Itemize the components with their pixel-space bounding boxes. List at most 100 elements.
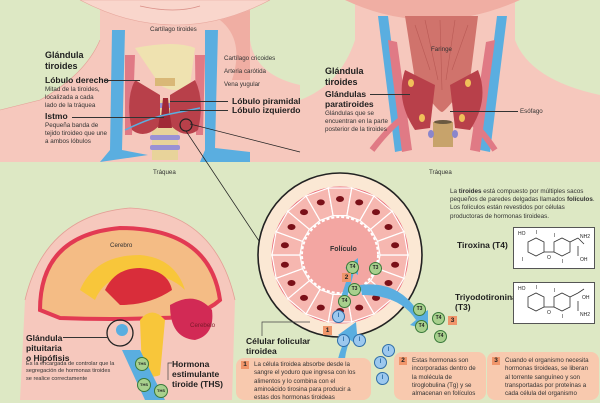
step-2-number: 2	[399, 357, 407, 365]
t3-ho: HO	[518, 286, 526, 292]
label-cerebrum: Cerebro	[110, 242, 133, 249]
t4-badge: T4	[415, 320, 428, 333]
iodide-badge: I	[332, 310, 345, 323]
step-1-text: La célula tiroidea absorbe desde la sang…	[254, 361, 356, 402]
follicle-illustration	[257, 172, 423, 338]
front-title: Glándula tiroides	[45, 50, 84, 72]
cell-nucleus	[372, 209, 380, 216]
pituitary-leader	[63, 337, 107, 338]
label-esophagus: Esófago	[520, 108, 543, 115]
tsh-title: Hormona estimulante tiroide (THS)	[172, 359, 223, 390]
back-title-line2: tiroides	[325, 76, 358, 87]
t4-badge: T4	[346, 261, 359, 274]
back-title-line1: Glándula	[325, 66, 364, 76]
pituitary-desc-line1: Es la encargada de controlar que la	[26, 361, 115, 367]
front-title-line1: Glándula	[45, 50, 84, 60]
step-1-number: 1	[241, 361, 249, 369]
pyramidal-lobe-title: Lóbulo piramidal	[232, 96, 301, 106]
iodide-badge: I	[337, 334, 350, 347]
t4-i1: I	[536, 230, 538, 236]
tsh-title-line3: tiroide (THS)	[172, 379, 223, 390]
cell-nucleus	[391, 242, 400, 249]
isthmus-desc-line1: Pequeña banda de	[45, 122, 99, 129]
t3-i3: I	[562, 314, 564, 320]
intro-text-3: . Los folículos están revestidos por cél…	[450, 196, 595, 220]
esophagus-leader	[450, 111, 518, 112]
pituitary-title-line1: Glándula	[26, 333, 63, 343]
t3-badge: T3	[369, 262, 382, 275]
step-1-box: 1 La célula tiroidea absorbe desde la sa…	[236, 358, 371, 402]
isthmus-desc-line3: a ambos lóbulos	[45, 138, 91, 146]
t3-name: Triyodotironina (T3)	[455, 292, 517, 312]
front-neck-illustration	[0, 0, 300, 162]
parathyroid-leader	[370, 94, 410, 95]
cell-nucleus	[316, 304, 325, 311]
parathyroid-title-line1: Glándulas	[325, 89, 367, 99]
brain-illustration	[20, 207, 236, 400]
cell-nucleus	[280, 242, 289, 249]
parathyroid-desc: Glándulas que se encuentran en la parte …	[325, 110, 388, 135]
t4-nh2: NH2	[580, 234, 591, 240]
label-cerebellum: Cerebelo	[190, 322, 216, 329]
step-2-marker: 2	[342, 273, 351, 282]
t3-structure-icon	[527, 288, 585, 312]
step-3-box: 3 Cuando el organismo necesita hormonas …	[487, 352, 599, 400]
t4-ho: HO	[518, 231, 526, 237]
intro-paragraph: La tiroides está compuesto por múltiples…	[450, 188, 595, 221]
label-carotid-artery: Arteria carótida	[224, 68, 266, 75]
t4-i4: I	[562, 259, 564, 265]
intro-text-1: La	[450, 188, 459, 195]
cell-nucleus	[287, 224, 296, 230]
front-title-line2: tiroides	[45, 60, 78, 71]
ths-badge: THS	[135, 357, 149, 371]
pituitary-title: Glándula pituitaria o Hipófisis	[26, 333, 69, 364]
t4-o: O	[547, 255, 551, 261]
t3-badge: T3	[413, 303, 426, 316]
cell-nucleus	[300, 294, 308, 301]
isthmus-desc: Pequeña banda de tejido tiroideo que une…	[45, 122, 107, 147]
label-trachea-front: Tráquea	[153, 169, 176, 176]
cell-nucleus	[336, 196, 344, 202]
parathyroid-desc-line3: posterior de la tiroides	[325, 126, 387, 134]
step-3-marker: 3	[448, 316, 457, 325]
follicular-cell-line2: tiroidea	[246, 346, 277, 357]
pituitary-desc-line3: se realice correctamente	[26, 375, 88, 382]
isthmus-title: Istmo	[45, 111, 68, 121]
cell-nucleus	[384, 224, 393, 230]
back-title: Glándula tiroides	[325, 66, 364, 88]
ths-badge: THS	[154, 384, 168, 398]
iodide-badge: I	[382, 344, 395, 357]
right-lobe-title: Lóbulo derecho	[45, 75, 109, 85]
label-thyroid-cartilage: Cartílago tiroides	[150, 26, 197, 33]
step-2-box: 2 Estas hormonas son incorporadas dentro…	[394, 352, 486, 400]
step-2-text: Estas hormonas son incorporadas dentro d…	[412, 357, 476, 398]
step-3-number: 3	[492, 357, 500, 365]
right-lobe-desc-line2: localizada a cada	[45, 94, 94, 102]
t4-badge: T4	[434, 330, 447, 343]
pituitary-desc: Es la encargada de controlar que la segr…	[26, 361, 114, 383]
right-lobe-leader	[104, 80, 140, 81]
follicular-cell-line1: Célular folicular	[246, 336, 311, 346]
iodide-badge: I	[374, 356, 387, 369]
isthmus-desc-line2: tejido tiroideo que une	[45, 130, 107, 138]
cell-nucleus	[372, 294, 380, 301]
left-lobe-title: Lóbulo izquierdo	[232, 105, 301, 115]
iodide-badge: I	[376, 372, 389, 385]
label-trachea-back: Tráquea	[429, 169, 452, 176]
cell-nucleus	[355, 304, 364, 311]
t3-i2: I	[554, 288, 556, 294]
follicular-cell-title: Célular folicular tiroidea	[246, 336, 310, 356]
cell-nucleus	[355, 199, 364, 206]
label-jugular-vein: Vena yugular	[224, 81, 261, 88]
pituitary-title-line2: pituitaria	[26, 343, 62, 354]
parathyroid-title: Glándulas paratiroides	[325, 89, 374, 109]
tsh-title-line1: Hormona	[172, 359, 210, 369]
cell-nucleus	[391, 261, 400, 268]
t4-oh: OH	[580, 257, 588, 263]
intro-bold-foliculos: folículos	[566, 196, 593, 204]
cell-nucleus	[300, 209, 308, 216]
ths-badge: THS	[137, 378, 151, 392]
left-lobe-leader	[180, 110, 228, 111]
intro-text-2: está compuesto por múltiples sacos peque…	[450, 188, 584, 204]
parathyroid-title-line2: paratiroides	[325, 99, 374, 110]
